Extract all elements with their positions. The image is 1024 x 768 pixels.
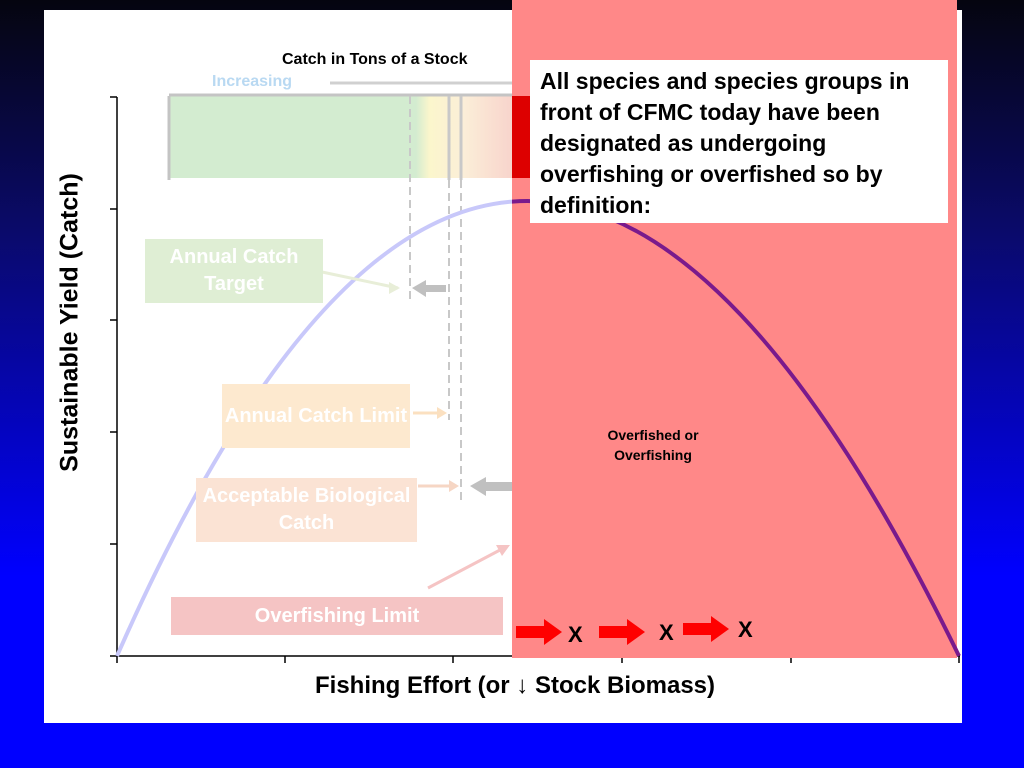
band-red-segment (512, 96, 530, 178)
red-arrow-2 (599, 619, 645, 645)
increasing-label: Increasing (212, 73, 293, 90)
zone-band (169, 96, 512, 178)
yield-curve-dark (512, 199, 961, 657)
x-axis-label: Fishing Effort (or ↓ Stock Biomass) (314, 672, 716, 699)
pointer-arrows (321, 270, 512, 590)
red-arrow-1 (516, 619, 562, 645)
callout-box: All species and species groups in front … (530, 60, 948, 223)
red-overlay-lower (512, 656, 957, 658)
annual-catch-target-label: Annual Catch Target (169, 246, 299, 295)
callout-text: All species and species groups in front … (540, 68, 910, 218)
x-mark: X (659, 620, 674, 645)
red-arrows (516, 616, 729, 645)
x-mark: X (568, 622, 583, 647)
overfishing-limit-label: Overfishing Limit (254, 604, 420, 627)
red-arrow-3 (683, 616, 729, 642)
acceptable-biological-catch-box: Acceptable Biological Catch (196, 478, 417, 542)
annual-catch-target-box: Annual Catch Target (145, 239, 323, 303)
annual-catch-limit-label: Annual Catch Limit (224, 404, 408, 427)
x-mark: X (738, 617, 753, 642)
overfished-label: Overfished or Overfishing (607, 427, 699, 463)
overfishing-limit-box: Overfishing Limit (171, 597, 503, 635)
y-axis-label: Sustainable Yield (Catch) (55, 173, 84, 472)
gray-arrow-1 (412, 280, 446, 297)
chart-top-title: Catch in Tons of a Stock (282, 51, 468, 68)
acceptable-biological-catch-label: Acceptable Biological Catch (202, 485, 411, 534)
gray-arrow-2 (470, 477, 512, 496)
annual-catch-limit-box: Annual Catch Limit (222, 384, 410, 448)
